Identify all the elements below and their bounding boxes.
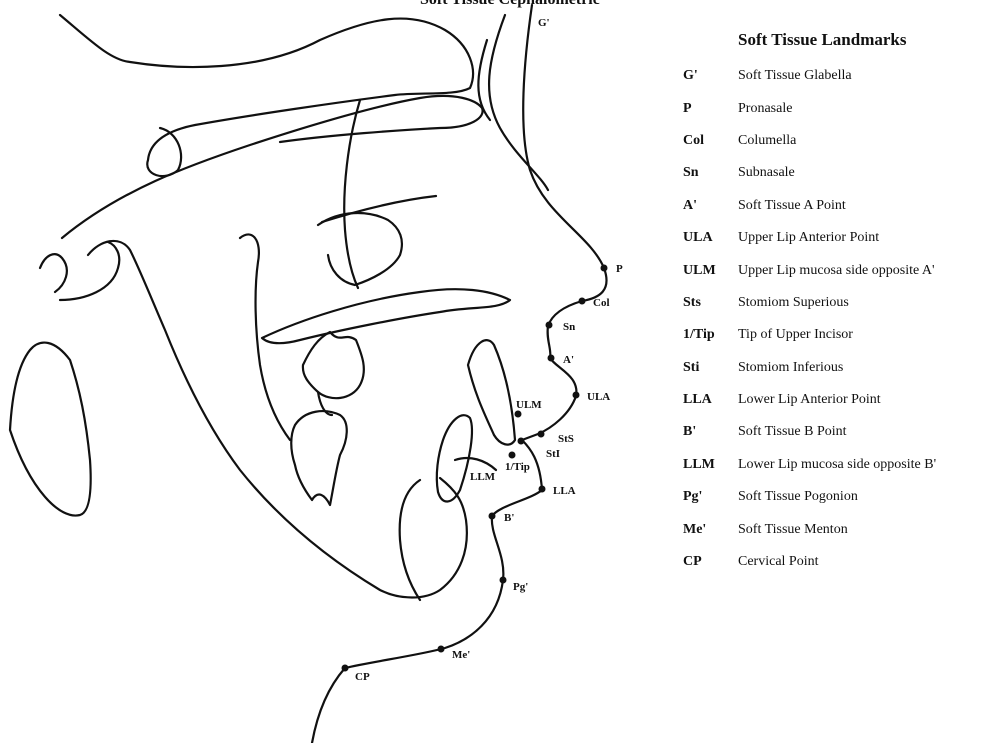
legend-abbr: B' <box>683 424 738 440</box>
symphysis-line <box>400 480 420 600</box>
label-p: P <box>616 263 623 275</box>
point-ula <box>573 392 580 399</box>
label-a: A' <box>563 354 574 366</box>
legend-abbr: 1/Tip <box>683 327 738 343</box>
legend-name: Stomiom Inferious <box>738 360 843 376</box>
legend-row: A'Soft Tissue A Point <box>683 190 1003 222</box>
legend-row: Me'Soft Tissue Menton <box>683 513 1003 545</box>
molar-upper <box>303 332 364 398</box>
label-me: Me' <box>452 649 470 661</box>
point-sn <box>546 322 553 329</box>
legend-name: Upper Lip Anterior Point <box>738 230 879 246</box>
label-b: B' <box>504 512 514 524</box>
label-sts: StS <box>558 433 574 445</box>
cranial-base-line <box>62 96 483 238</box>
label-llm: LLM <box>470 471 496 483</box>
cranial-outline <box>60 15 473 176</box>
legend-abbr: CP <box>683 554 738 570</box>
legend-abbr: Sts <box>683 295 738 311</box>
legend-name: Upper Lip mucosa side opposite A' <box>738 263 935 279</box>
legend-abbr: LLA <box>683 392 738 408</box>
legend-row: B'Soft Tissue B Point <box>683 416 1003 448</box>
legend-abbr: Sn <box>683 165 738 181</box>
orbit-floor <box>318 213 402 285</box>
point-sts <box>538 431 545 438</box>
legend-name: Tip of Upper Incisor <box>738 327 853 343</box>
label-col: Col <box>593 297 610 309</box>
sella-line <box>40 254 67 292</box>
label-cp: CP <box>355 671 370 683</box>
posterior-ramus <box>10 343 91 516</box>
legend-name: Soft Tissue B Point <box>738 424 847 440</box>
label-pg: Pg' <box>513 581 528 593</box>
legend-name: Stomiom Superious <box>738 295 849 311</box>
label-g: G' <box>538 17 550 29</box>
legend-abbr: Me' <box>683 522 738 538</box>
legend-abbr: A' <box>683 198 738 214</box>
legend-row: G'Soft Tissue Glabella <box>683 60 1003 92</box>
legend-name: Soft Tissue Glabella <box>738 68 852 84</box>
orbit-contour <box>489 15 548 190</box>
legend-name: Soft Tissue Menton <box>738 522 848 538</box>
legend-abbr: Pg' <box>683 489 738 505</box>
label-sti: StI <box>546 448 560 460</box>
legend-abbr: Sti <box>683 360 738 376</box>
upper-incisor <box>468 340 515 444</box>
point-tip <box>509 452 516 459</box>
point-me <box>438 646 445 653</box>
point-pg <box>500 577 507 584</box>
legend-abbr: G' <box>683 68 738 84</box>
legend-abbr: LLM <box>683 457 738 473</box>
point-sti <box>518 438 525 445</box>
point-a <box>548 355 555 362</box>
legend-name: Lower Lip Anterior Point <box>738 392 881 408</box>
legend-name: Columella <box>738 133 796 149</box>
label-lla: LLA <box>553 485 576 497</box>
zygomatic-line <box>322 196 436 222</box>
label-sn: Sn <box>563 321 575 333</box>
label-tip: 1/Tip <box>505 461 530 473</box>
point-cp <box>342 665 349 672</box>
landmark-legend: Soft Tissue Landmarks G'Soft Tissue Glab… <box>683 30 1003 578</box>
palatal-plane <box>262 289 510 343</box>
point-col <box>579 298 586 305</box>
point-p <box>601 265 608 272</box>
molar-lower <box>291 411 347 505</box>
legend-abbr: ULA <box>683 230 738 246</box>
legend-name: Pronasale <box>738 101 792 117</box>
lower-lip-inner <box>455 458 496 470</box>
legend-name: Cervical Point <box>738 554 819 570</box>
label-ulm: ULM <box>516 399 542 411</box>
legend-title: Soft Tissue Landmarks <box>738 30 1003 60</box>
legend-name: Subnasale <box>738 165 795 181</box>
ramus-line <box>60 242 119 300</box>
legend-name: Lower Lip mucosa side opposite B' <box>738 457 936 473</box>
legend-name: Soft Tissue A Point <box>738 198 846 214</box>
legend-name: Soft Tissue Pogonion <box>738 489 858 505</box>
legend-abbr: Col <box>683 133 738 149</box>
legend-row: Pg'Soft Tissue Pogonion <box>683 481 1003 513</box>
point-b <box>489 513 496 520</box>
cephalometric-tracing: G' P Col Sn A' ULA ULM StS StI 1/Tip LLM… <box>0 0 680 743</box>
label-ula: ULA <box>587 391 610 403</box>
legend-abbr: P <box>683 101 738 117</box>
point-ulm <box>515 411 522 418</box>
point-lla <box>539 486 546 493</box>
pterygoid-line <box>344 100 360 288</box>
legend-abbr: ULM <box>683 263 738 279</box>
legend-row: SnSubnasale <box>683 157 1003 189</box>
